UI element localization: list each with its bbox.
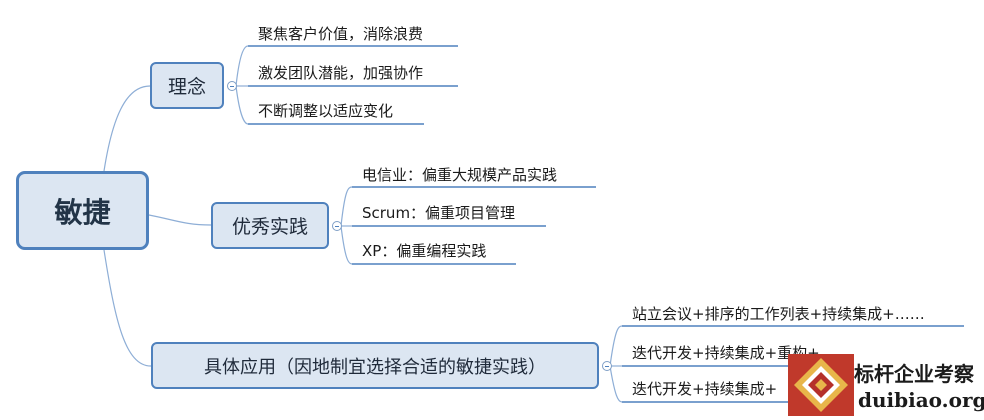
watermark-diamond-icon xyxy=(788,354,854,416)
leaf-b1-2[interactable]: 激发团队潜能，加强协作 xyxy=(258,64,424,82)
connector-b1-leaf3 xyxy=(235,85,249,125)
leaf-b1-1[interactable]: 聚焦客户价值，消除浪费 xyxy=(258,25,424,43)
connector-b3-leaf1 xyxy=(609,325,623,367)
connector-b2-leaf1 xyxy=(340,186,353,227)
watermark-logo: 标杆企业考察 duibiao.org xyxy=(788,352,984,418)
connector-root-philosophy xyxy=(103,85,151,172)
leaf-b1-3[interactable]: 不断调整以适应变化 xyxy=(258,102,394,120)
collapse-toggle-practices[interactable] xyxy=(332,221,342,231)
collapse-toggle-philosophy[interactable] xyxy=(227,81,237,91)
watermark-domain: duibiao.org xyxy=(858,388,984,412)
leaf-b2-3[interactable]: XP：偏重编程实践 xyxy=(362,242,487,260)
connector-root-practices xyxy=(148,214,212,226)
watermark-name: 标杆企业考察 xyxy=(854,362,974,386)
collapse-toggle-application[interactable] xyxy=(602,361,612,371)
root-node[interactable]: 敏捷 xyxy=(16,171,149,250)
leaf-b3-3[interactable]: 迭代开发+持续集成+ xyxy=(632,380,778,398)
leaf-b2-2[interactable]: Scrum：偏重项目管理 xyxy=(362,204,516,222)
connector-root-application xyxy=(103,249,152,367)
connector-b1-leaf1 xyxy=(235,45,249,87)
leaf-b2-1[interactable]: 电信业：偏重大规模产品实践 xyxy=(362,166,558,184)
branch-node-application[interactable]: 具体应用（因地制宜选择合适的敏捷实践） xyxy=(151,342,599,389)
branch-node-philosophy[interactable]: 理念 xyxy=(150,62,224,109)
leaf-b3-1[interactable]: 站立会议+排序的工作列表+持续集成+…… xyxy=(632,305,925,323)
connector-b3-leaf3 xyxy=(609,365,623,403)
branch-node-practices[interactable]: 优秀实践 xyxy=(211,202,329,249)
connector-b2-leaf3 xyxy=(340,225,353,265)
